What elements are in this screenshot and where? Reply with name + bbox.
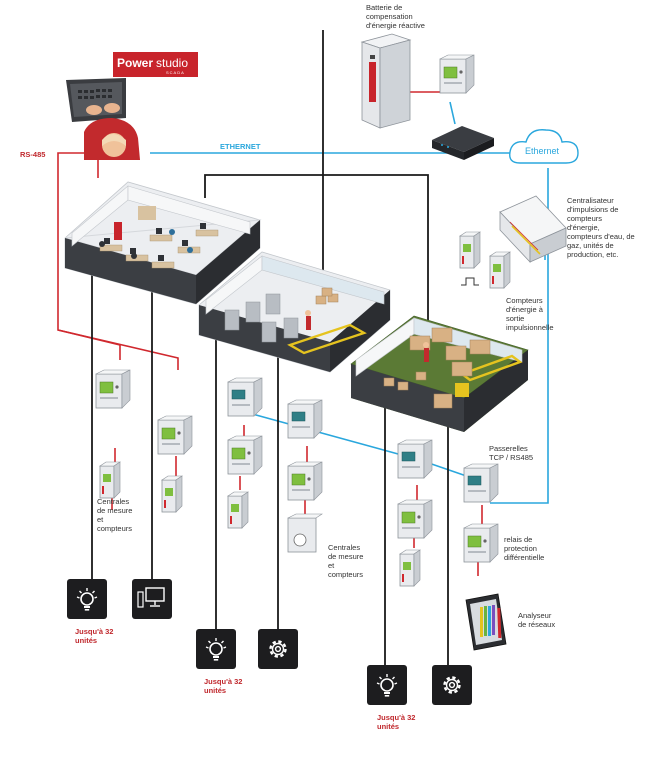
middle-column-meters: [227, 377, 323, 553]
logo-word-studio: studio: [156, 56, 188, 70]
reactive-energy-regulator: [439, 54, 475, 94]
network-analyzer-device: [465, 593, 507, 651]
cloud-label: Ethernet: [525, 146, 560, 156]
warehouse-room: [350, 315, 529, 432]
gear-icon: [258, 629, 298, 669]
powerstudio-logo: Power studio SCADA: [113, 52, 198, 77]
pulse-output-meters: [459, 231, 511, 289]
operator-laptop: [66, 78, 140, 160]
gear-icon: [432, 665, 472, 705]
left-column-meters: [95, 369, 193, 513]
logo-word-power: Power: [117, 56, 153, 70]
computer-icon: [132, 579, 172, 619]
workshop-room: [198, 251, 391, 373]
trunk-lines: [91, 30, 449, 665]
rs485-lines: [57, 91, 483, 576]
rs485-label: RS-485: [20, 150, 45, 159]
ethernet-cloud: Ethernet: [509, 129, 579, 164]
lightbulb-icon: [196, 629, 236, 669]
ethernet-label: ETHERNET: [220, 142, 261, 151]
pulse-centralizer: [499, 195, 567, 264]
office-room: [64, 181, 262, 305]
lightbulb-icon: [67, 579, 107, 619]
lightbulb-icon: [367, 665, 407, 705]
ethernet-switch: [432, 126, 494, 160]
compensation-battery-cabinet: [360, 33, 412, 129]
logo-tagline: SCADA: [166, 70, 185, 75]
